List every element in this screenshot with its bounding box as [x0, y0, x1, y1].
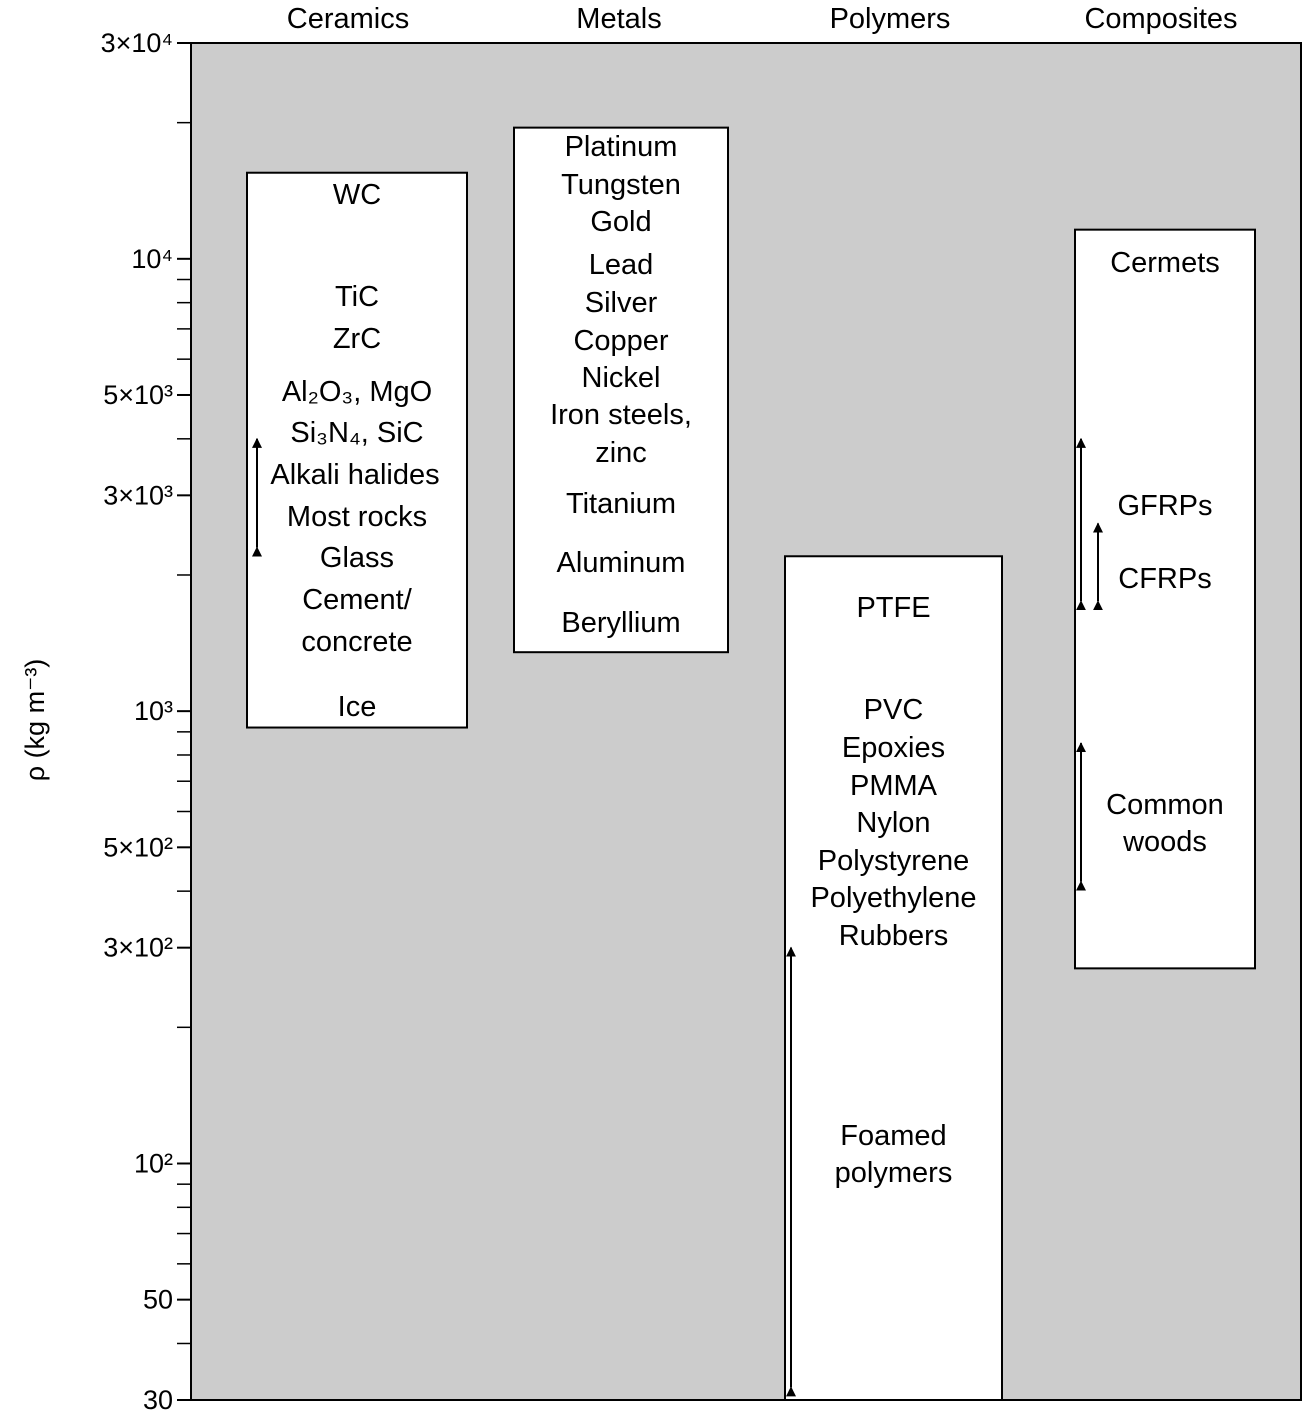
material-label: zinc [595, 437, 647, 469]
y-tick-label: 3×10⁴ [101, 28, 173, 58]
material-label: woods [1122, 826, 1207, 858]
material-label: Common [1106, 789, 1224, 821]
material-label: WC [333, 179, 381, 211]
material-label: Glass [320, 542, 394, 574]
y-axis-label: ρ (kg m⁻³) [20, 659, 50, 782]
material-label: Ice [338, 691, 377, 723]
range-ceramics: WC TiC ZrC Al₂O₃, MgO Si₃N₄, SiC Alkali halid… [246, 171, 468, 729]
material-label: TiC [335, 281, 379, 313]
material-label: Rubbers [839, 920, 949, 952]
y-tick-label: 30 [143, 1385, 173, 1412]
y-tick-label: 10⁴ [131, 244, 173, 274]
material-label: Cermets [1110, 247, 1220, 279]
material-label: Silver [585, 287, 658, 319]
category-label-metals: Metals [576, 3, 661, 35]
material-label: Gold [590, 206, 651, 238]
material-label: PVC [864, 694, 924, 726]
material-label: Foamed [840, 1120, 946, 1152]
polymers-range-box [784, 555, 1003, 1401]
y-tick-label: 3×10² [103, 933, 173, 963]
material-label: Epoxies [842, 732, 945, 764]
material-label: Lead [589, 249, 654, 281]
y-axis-ticks: 3×10⁴ 10⁴ 5×10³ 3×10³ 10³ 5×10² 3×10² 10² 50 30 [101, 28, 191, 1412]
material-label: polymers [835, 1157, 953, 1189]
category-label-composites: Composites [1084, 3, 1237, 35]
material-label: CFRPs [1118, 563, 1211, 595]
material-label: Platinum [565, 131, 678, 163]
range-metals: PlatinumTungstenGoldLeadSilverCopperNick… [513, 126, 729, 654]
material-label: Al₂O₃, MgO [282, 376, 432, 408]
material-label: Polystyrene [818, 845, 970, 877]
material-label: Titanium [566, 488, 676, 520]
material-label: Tungsten [561, 169, 681, 201]
category-label-ceramics: Ceramics [287, 3, 409, 35]
material-label: Alkali halides [270, 459, 439, 491]
material-label: Polyethylene [810, 882, 976, 914]
y-tick-label: 10² [134, 1148, 173, 1178]
material-label: Nickel [582, 362, 661, 394]
composites-range-box [1074, 228, 1256, 970]
material-label: concrete [301, 626, 412, 658]
y-tick-label: 50 [143, 1285, 173, 1315]
material-label: Cement/ [302, 584, 413, 616]
material-ranges: WC TiC ZrC Al₂O₃, MgO Si₃N₄, SiC Alkali halid… [246, 126, 1256, 1401]
material-label: Iron steels, [550, 399, 692, 431]
y-tick-label: 10³ [134, 696, 173, 726]
y-tick-label: 5×10² [103, 832, 173, 862]
ceramics-range-box [246, 171, 468, 729]
material-label: Most rocks [287, 501, 427, 533]
material-label: Si₃N₄, SiC [290, 417, 423, 449]
material-label: Nylon [856, 807, 930, 839]
y-tick-label: 3×10³ [103, 480, 173, 510]
material-label: Copper [573, 325, 668, 357]
material-label: ZrC [333, 323, 381, 355]
material-label: Beryllium [561, 607, 680, 639]
category-label-polymers: Polymers [830, 3, 951, 35]
y-tick-label: 5×10³ [103, 380, 173, 410]
material-label: GFRPs [1117, 490, 1212, 522]
material-label: PTFE [856, 592, 930, 624]
material-label: Aluminum [557, 547, 686, 579]
material-label: PMMA [850, 770, 938, 802]
metals-range-box [513, 126, 729, 654]
